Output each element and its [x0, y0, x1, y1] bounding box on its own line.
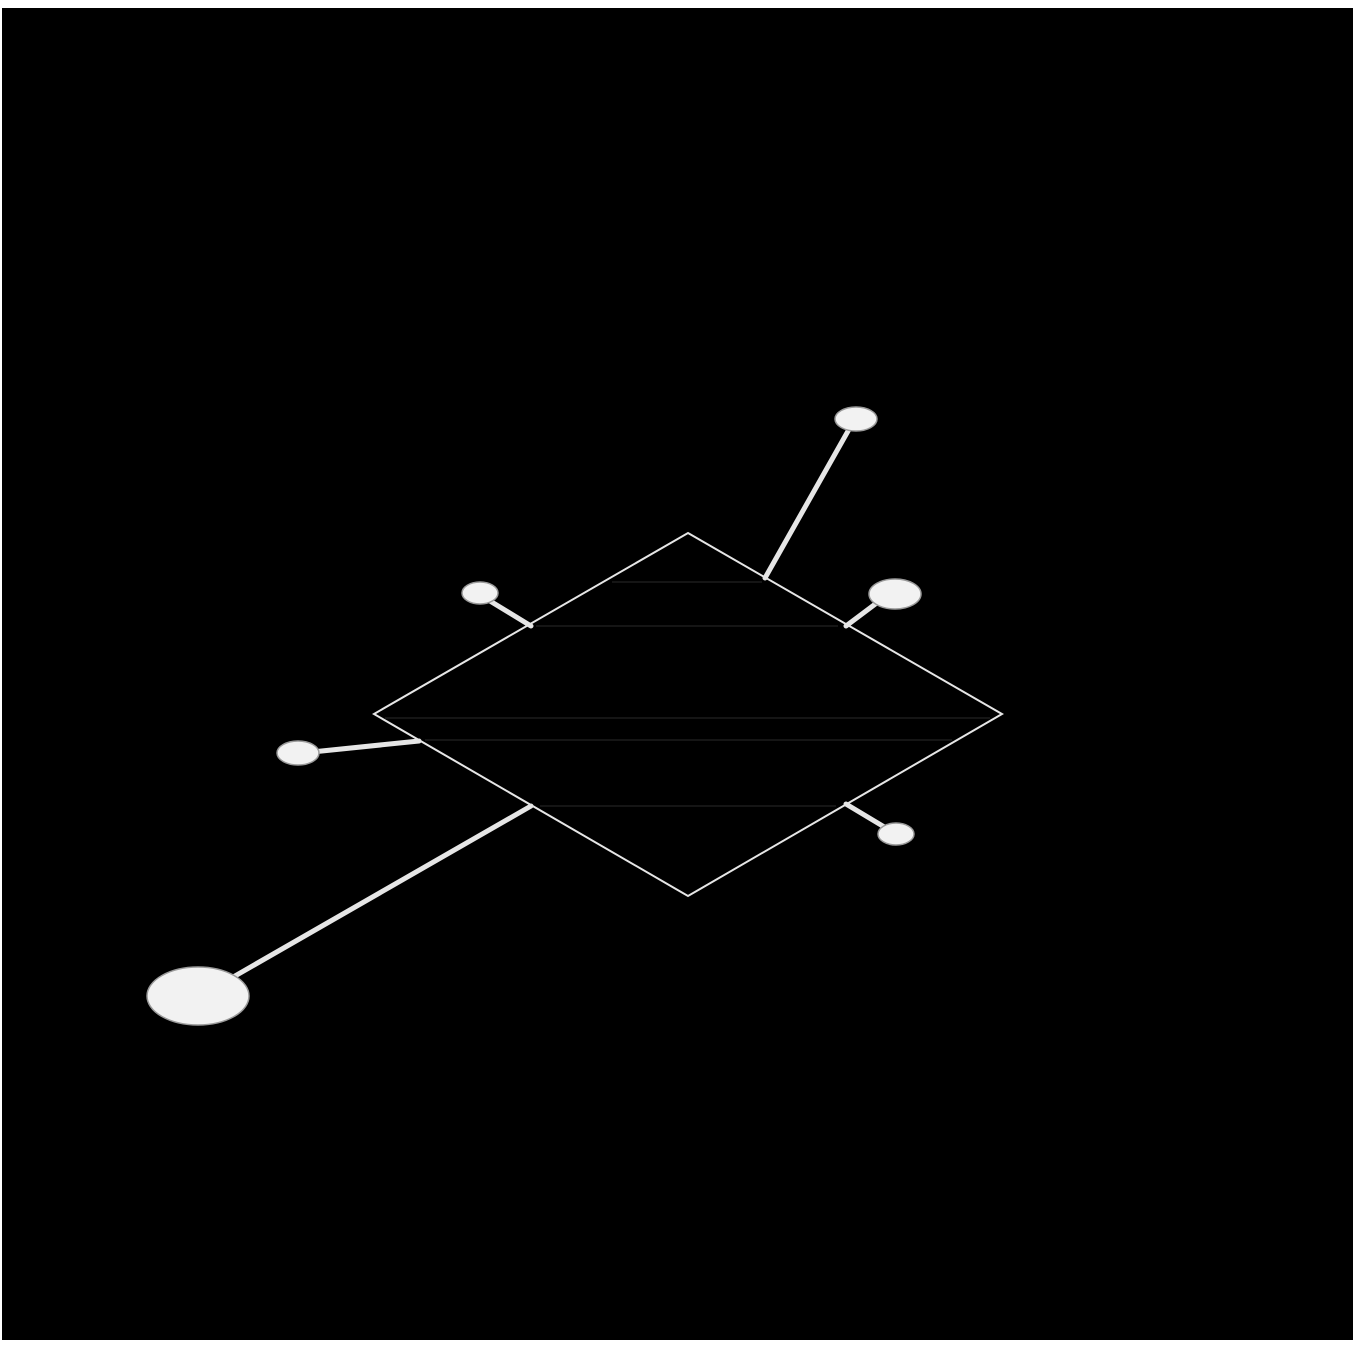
spoke-node	[276, 740, 320, 766]
spoke-node	[834, 406, 878, 432]
spoke-node	[868, 578, 922, 610]
spoke-rod	[487, 598, 534, 629]
spoke-node	[461, 581, 499, 605]
spoke-west	[276, 738, 422, 766]
spoke-north-east	[762, 406, 878, 581]
spoke-rod	[225, 803, 534, 983]
spoke-north-west	[461, 581, 534, 629]
spoke-rod	[843, 599, 881, 629]
platform-scanlines	[385, 581, 990, 807]
scene-background	[2, 8, 1353, 1340]
spoke-node	[877, 822, 915, 846]
spoke-node	[146, 966, 250, 1026]
spoke-east	[843, 578, 922, 629]
spoke-rod	[309, 738, 422, 755]
spoke-rod	[843, 801, 889, 831]
spoke-south-west	[146, 803, 534, 1026]
spoke-rod	[762, 421, 855, 581]
spoke-group	[146, 406, 922, 1026]
isometric-diamond-platform	[372, 531, 1004, 898]
spoke-south-east	[843, 801, 915, 846]
